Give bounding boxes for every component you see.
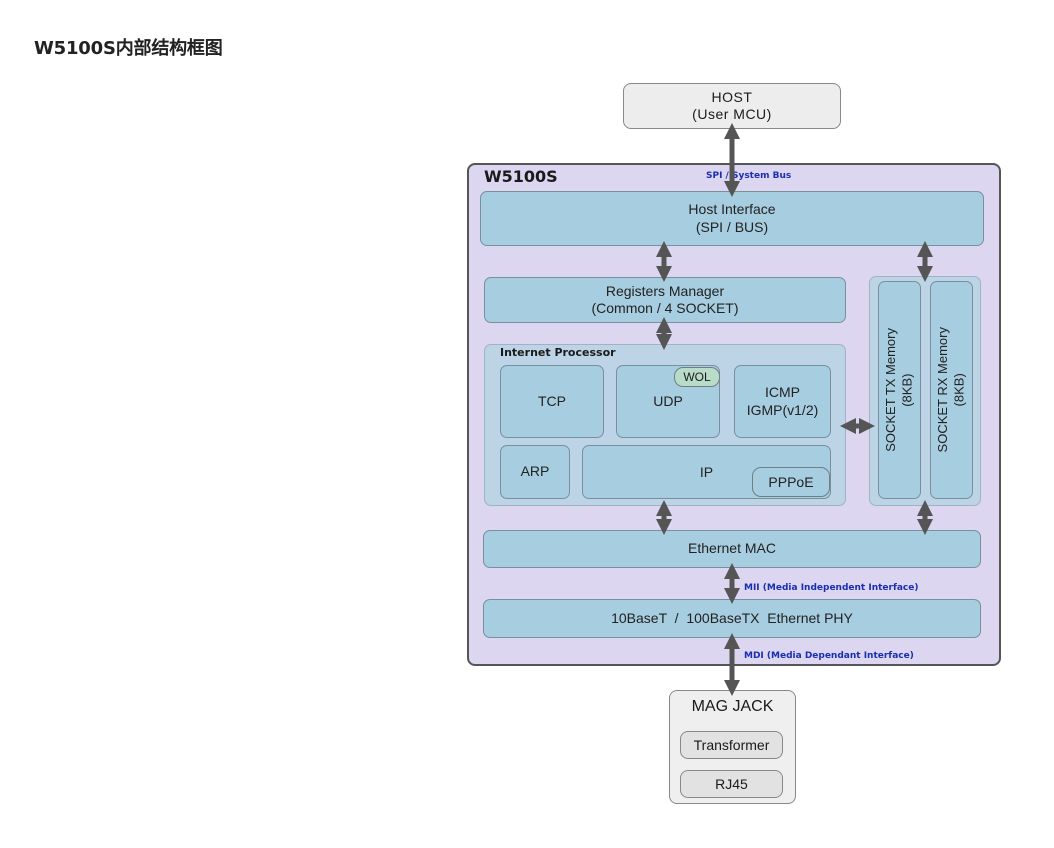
ethernet-phy-block: 10BaseT / 100BaseTX Ethernet PHY: [483, 599, 981, 638]
host-interface-sublabel: (SPI / BUS): [695, 218, 769, 235]
host-interface-block: Host Interface (SPI / BUS): [480, 191, 984, 246]
ethernet-phy-label: 10BaseT / 100BaseTX Ethernet PHY: [611, 609, 853, 626]
host-sublabel: (User MCU): [692, 106, 772, 122]
pppoe-block: PPPoE: [752, 467, 830, 497]
mag-jack-label: MAG JACK: [691, 698, 774, 715]
tcp-label: TCP: [538, 392, 566, 409]
internet-processor-label: Internet Processor: [500, 346, 616, 359]
tcp-block: TCP: [500, 365, 604, 438]
page-title: W5100S内部结构框图: [34, 38, 223, 59]
udp-label: UDP: [653, 392, 683, 409]
host-interface-label: Host Interface: [688, 201, 776, 217]
arp-label: ARP: [520, 463, 550, 480]
system-bus-label: SPI / System Bus: [706, 171, 792, 181]
wol-badge: WOL: [674, 367, 720, 387]
arp-block: ARP: [500, 445, 570, 499]
mii-bus-label: MII (Media Independent Interface): [744, 583, 919, 593]
registers-manager-sublabel: (Common / 4 SOCKET): [591, 300, 739, 316]
rj45-block: RJ45: [680, 770, 783, 798]
ethernet-mac-label: Ethernet MAC: [688, 540, 776, 557]
mdi-bus-label: MDI (Media Dependant Interface): [744, 651, 914, 661]
registers-manager-label: Registers Manager: [605, 282, 725, 299]
host-label: HOST: [711, 88, 753, 105]
socket-rx-memory-block: SOCKET RX Memory (8KB): [930, 281, 973, 499]
icmp-igmp-block: ICMP IGMP(v1/2): [734, 365, 831, 438]
socket-tx-memory-block: SOCKET TX Memory (8KB): [878, 281, 921, 499]
transformer-block: Transformer: [680, 731, 783, 759]
igmp-label: IGMP(v1/2): [746, 401, 819, 418]
chip-name: W5100S: [484, 167, 558, 186]
icmp-label: ICMP: [765, 384, 800, 400]
ip-label: IP: [699, 464, 714, 480]
registers-manager-block: Registers Manager (Common / 4 SOCKET): [484, 277, 846, 323]
